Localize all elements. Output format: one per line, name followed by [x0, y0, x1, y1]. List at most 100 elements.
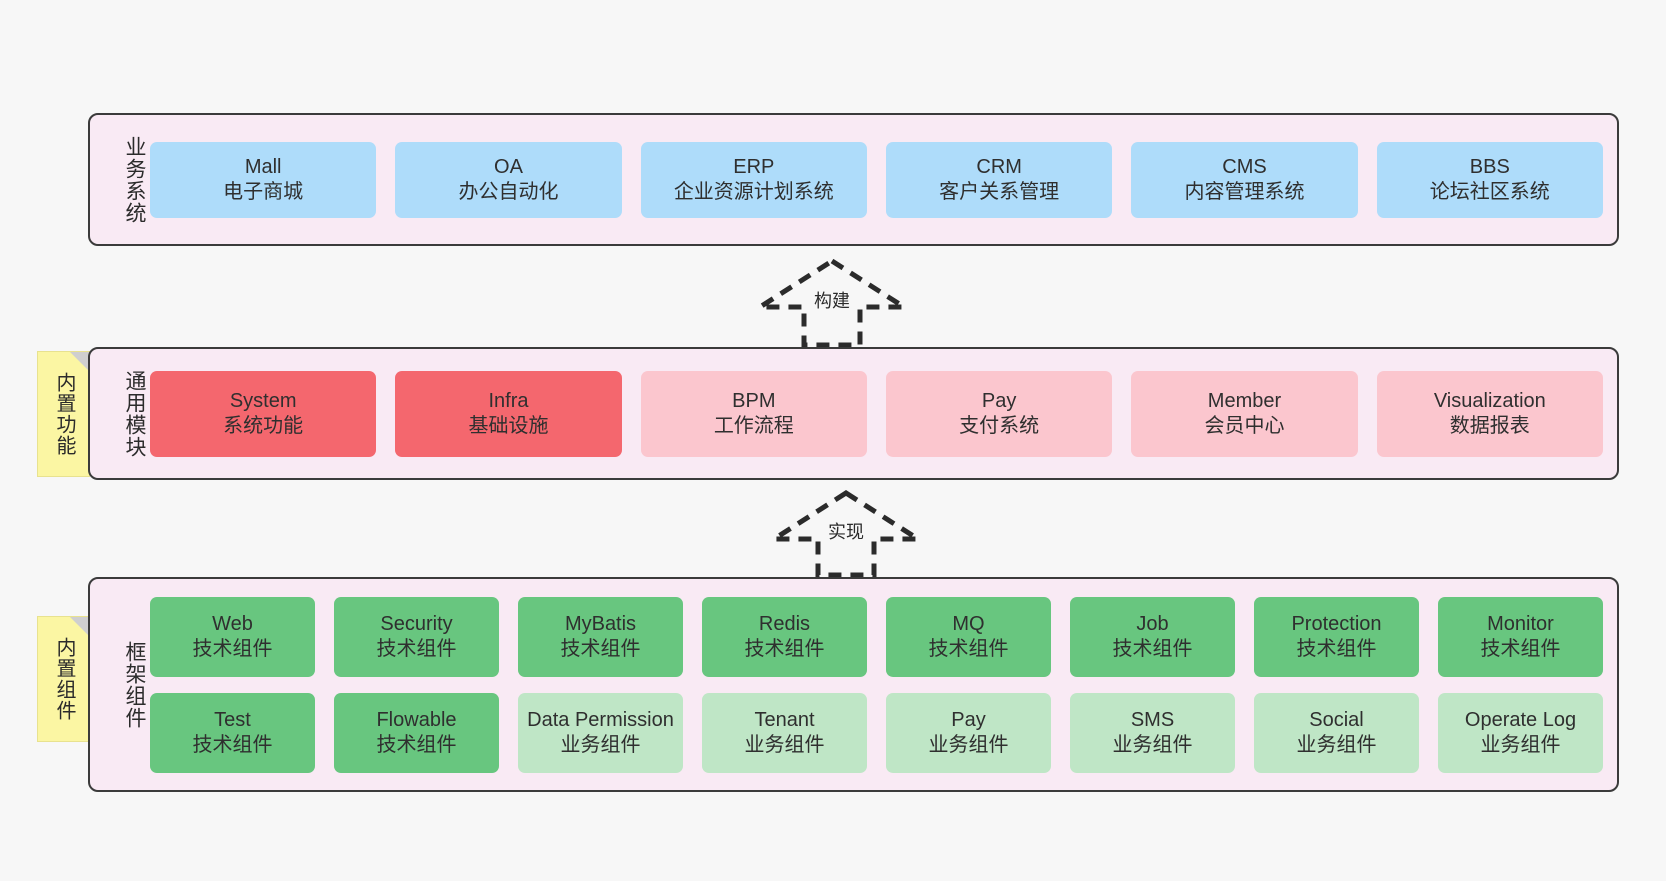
node-subtitle: 技术组件 — [1296, 637, 1377, 660]
node-subtitle: 客户关系管理 — [939, 180, 1060, 203]
layer-title-common-module: 通用模块 — [123, 369, 146, 458]
node-crm[interactable]: CRM 客户关系管理 — [885, 141, 1113, 218]
layer-row: Web 技术组件 Security 技术组件 MyBatis 技术组件 Redi… — [150, 596, 1603, 677]
generalization-arrow-icon — [751, 258, 913, 348]
node-subtitle: 办公自动化 — [458, 180, 559, 203]
node-title: Social — [1309, 709, 1364, 732]
folded-corner-icon — [70, 352, 89, 371]
node-subtitle: 业务组件 — [1480, 733, 1561, 756]
layer-framework-component: 框架组件 Web 技术组件 Security 技术组件 MyBatis 技术组件… — [88, 577, 1619, 792]
layer-body-business-system: Mall 电子商城 OA 办公自动化 ERP 企业资源计划系统 CRM 客户关系… — [146, 141, 1617, 218]
folded-corner-icon — [70, 617, 89, 636]
sticky-note-label: 内置组件 — [53, 637, 75, 721]
node-oa[interactable]: OA 办公自动化 — [395, 141, 622, 218]
node-title: Redis — [758, 613, 811, 636]
node-tenant[interactable]: Tenant 业务组件 — [702, 692, 867, 773]
node-operate-log[interactable]: Operate Log 业务组件 — [1438, 692, 1603, 773]
node-bbs[interactable]: BBS 论坛社区系统 — [1376, 141, 1603, 218]
node-subtitle: 技术组件 — [928, 637, 1009, 660]
node-title: MQ — [952, 613, 985, 636]
node-subtitle: 业务组件 — [744, 733, 825, 756]
node-bpm[interactable]: BPM 工作流程 — [640, 370, 867, 457]
node-title: Flowable — [376, 709, 457, 732]
node-erp[interactable]: ERP 企业资源计划系统 — [640, 141, 867, 218]
node-social[interactable]: Social 业务组件 — [1254, 692, 1419, 773]
generalization-arrow-icon — [765, 490, 927, 578]
node-title: Security — [380, 613, 453, 636]
node-title: Member — [1207, 390, 1282, 413]
node-member[interactable]: Member 会员中心 — [1131, 370, 1358, 457]
node-subtitle: 论坛社区系统 — [1429, 180, 1550, 203]
node-security[interactable]: Security 技术组件 — [334, 596, 499, 677]
node-pay[interactable]: Pay 支付系统 — [885, 370, 1113, 457]
layer-row: Test 技术组件 Flowable 技术组件 Data Permission … — [150, 692, 1603, 773]
node-subtitle: 内容管理系统 — [1184, 180, 1305, 203]
node-title: BPM — [732, 390, 776, 413]
node-title: SMS — [1130, 709, 1175, 732]
node-title: OA — [494, 156, 523, 179]
node-infra[interactable]: Infra 基础设施 — [395, 370, 622, 457]
layer-common-module: 通用模块 System 系统功能 Infra 基础设施 BPM 工作流程 Pay… — [88, 347, 1619, 480]
node-test[interactable]: Test 技术组件 — [150, 692, 315, 773]
node-subtitle: 基础设施 — [468, 414, 549, 437]
node-title: Operate Log — [1464, 709, 1577, 732]
node-web[interactable]: Web 技术组件 — [150, 596, 315, 677]
node-visualization[interactable]: Visualization 数据报表 — [1376, 370, 1603, 457]
node-subtitle: 技术组件 — [376, 637, 457, 660]
node-title: Job — [1136, 613, 1169, 636]
node-subtitle: 系统功能 — [223, 414, 304, 437]
node-title: Visualization — [1433, 390, 1546, 413]
layer-body-framework-component: Web 技术组件 Security 技术组件 MyBatis 技术组件 Redi… — [146, 596, 1617, 773]
node-subtitle: 业务组件 — [928, 733, 1009, 756]
node-data-permission[interactable]: Data Permission 业务组件 — [518, 692, 683, 773]
node-sms[interactable]: SMS 业务组件 — [1070, 692, 1235, 773]
node-subtitle: 业务组件 — [560, 733, 641, 756]
node-cms[interactable]: CMS 内容管理系统 — [1131, 141, 1358, 218]
node-title: Test — [214, 709, 251, 732]
node-title: Tenant — [754, 709, 815, 732]
node-title: ERP — [733, 156, 775, 179]
node-protection[interactable]: Protection 技术组件 — [1254, 596, 1419, 677]
connector-label: 构建 — [814, 291, 850, 311]
node-title: MyBatis — [564, 613, 637, 636]
node-subtitle: 技术组件 — [1112, 637, 1193, 660]
layer-title-business-system: 业务系统 — [123, 135, 146, 224]
layer-row: Mall 电子商城 OA 办公自动化 ERP 企业资源计划系统 CRM 客户关系… — [150, 141, 1603, 218]
sticky-note-label: 内置功能 — [53, 372, 75, 456]
connector-build: 构建 — [751, 257, 913, 348]
sticky-note-builtin-component: 内置组件 — [37, 616, 90, 742]
node-system[interactable]: System 系统功能 — [150, 370, 377, 457]
node-subtitle: 技术组件 — [192, 637, 273, 660]
node-pay-business[interactable]: Pay 业务组件 — [886, 692, 1051, 773]
node-subtitle: 业务组件 — [1296, 733, 1377, 756]
node-subtitle: 技术组件 — [376, 733, 457, 756]
node-subtitle: 工作流程 — [713, 414, 794, 437]
node-mall[interactable]: Mall 电子商城 — [150, 141, 377, 218]
node-job[interactable]: Job 技术组件 — [1070, 596, 1235, 677]
layer-title-framework-component: 框架组件 — [123, 640, 146, 729]
node-subtitle: 支付系统 — [959, 414, 1040, 437]
node-subtitle: 技术组件 — [560, 637, 641, 660]
sticky-note-builtin-function: 内置功能 — [37, 351, 90, 477]
layer-business-system: 业务系统 Mall 电子商城 OA 办公自动化 ERP 企业资源计划系统 CRM… — [88, 113, 1619, 246]
node-title: Mall — [244, 156, 282, 179]
node-subtitle: 技术组件 — [192, 733, 273, 756]
node-subtitle: 数据报表 — [1449, 414, 1530, 437]
node-title: Monitor — [1487, 613, 1554, 636]
connector-label: 实现 — [828, 522, 864, 542]
node-title: Infra — [488, 390, 529, 413]
node-title: BBS — [1469, 156, 1510, 179]
node-title: System — [229, 390, 297, 413]
node-title: Pay — [981, 390, 1017, 413]
node-monitor[interactable]: Monitor 技术组件 — [1438, 596, 1603, 677]
node-title: Data Permission — [527, 709, 674, 732]
node-mybatis[interactable]: MyBatis 技术组件 — [518, 596, 683, 677]
node-subtitle: 业务组件 — [1112, 733, 1193, 756]
node-flowable[interactable]: Flowable 技术组件 — [334, 692, 499, 773]
node-subtitle: 会员中心 — [1204, 414, 1285, 437]
node-title: Pay — [951, 709, 986, 732]
node-title: Protection — [1291, 613, 1382, 636]
node-redis[interactable]: Redis 技术组件 — [702, 596, 867, 677]
node-mq[interactable]: MQ 技术组件 — [886, 596, 1051, 677]
